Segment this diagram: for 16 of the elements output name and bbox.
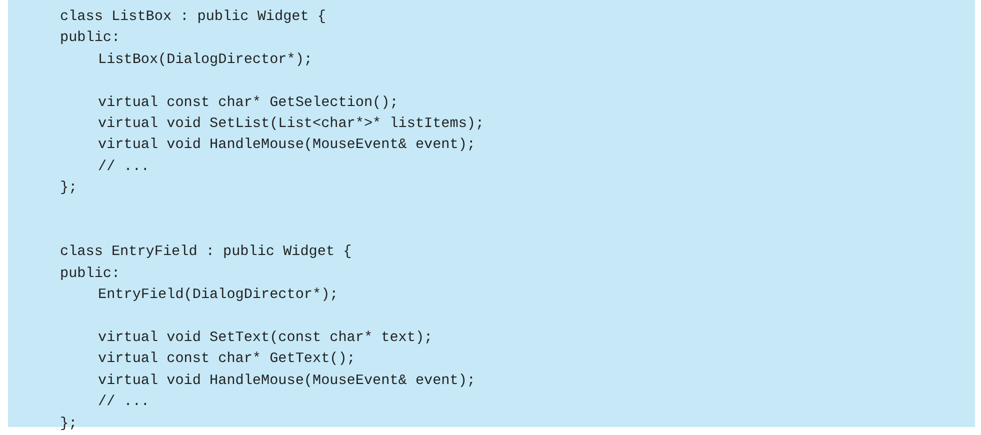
code-line: virtual const char* GetSelection(); bbox=[98, 94, 398, 113]
code-line: virtual const char* GetText(); bbox=[98, 350, 356, 370]
code-line: public: bbox=[60, 29, 120, 48]
code-line: ListBox(DialogDirector*); bbox=[98, 50, 312, 70]
code-line: public: bbox=[60, 264, 120, 284]
code-line: virtual void SetText(const char* text); bbox=[98, 329, 433, 348]
code-line: virtual void SetList(List<char*>* listItems); bbox=[98, 115, 484, 134]
code-line: // ... bbox=[98, 158, 150, 177]
code-line: }; bbox=[60, 179, 78, 198]
code-line: virtual void HandleMouse(MouseEvent& event); bbox=[98, 372, 476, 391]
code-line: class EntryField : public Widget { bbox=[60, 243, 352, 262]
code-line: class ListBox : public Widget { bbox=[60, 8, 326, 27]
code-line: // ... bbox=[98, 393, 150, 412]
code-line: }; bbox=[60, 414, 78, 434]
code-line: virtual void HandleMouse(MouseEvent& event); bbox=[98, 136, 476, 156]
code-line: EntryField(DialogDirector*); bbox=[98, 286, 338, 306]
